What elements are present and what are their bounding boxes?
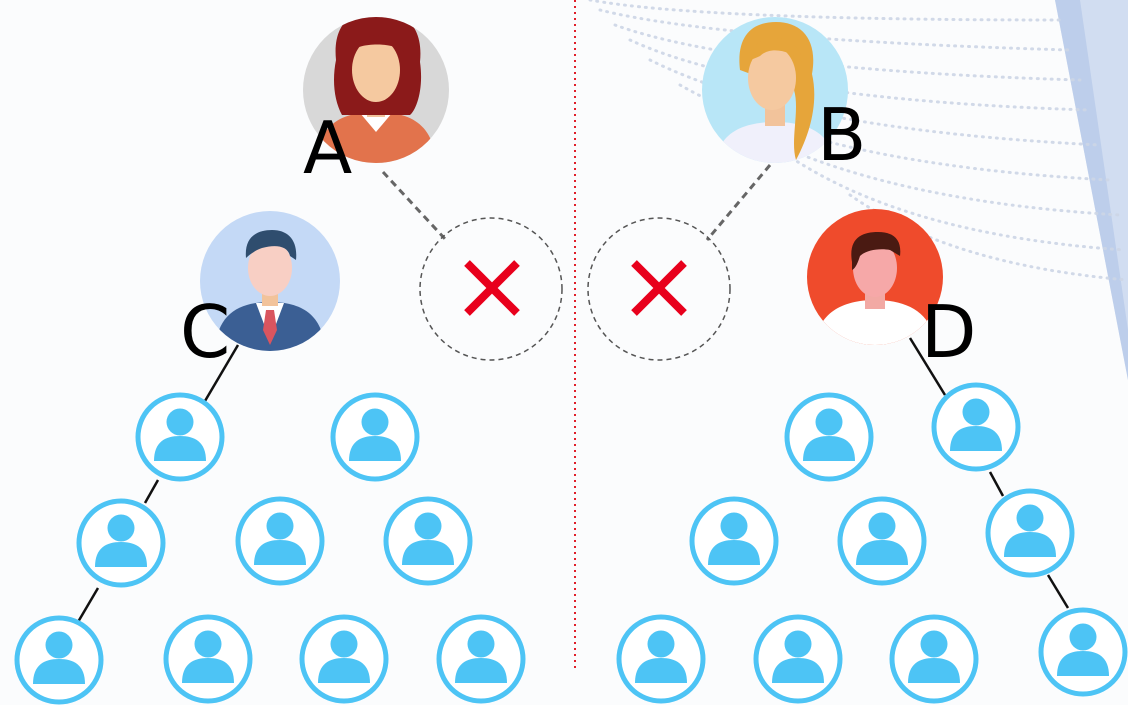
user-icon — [333, 395, 417, 479]
user-icon — [138, 395, 222, 479]
user-icon — [386, 499, 470, 583]
user-icon — [238, 499, 322, 583]
user-icon — [619, 617, 703, 701]
chain-lines-right — [908, 337, 1070, 609]
user-icon — [439, 617, 523, 701]
avatar-c — [200, 211, 340, 351]
user-icon — [692, 499, 776, 583]
label-d: D — [921, 290, 976, 374]
user-icon — [756, 617, 840, 701]
label-b: B — [817, 93, 866, 177]
cross-icon — [464, 260, 520, 316]
label-a: A — [303, 106, 352, 190]
user-icon — [840, 499, 924, 583]
user-icon — [166, 617, 250, 701]
user-icon — [302, 617, 386, 701]
label-c: C — [180, 290, 230, 374]
cross-icon — [631, 260, 687, 316]
user-tree-left — [17, 395, 523, 702]
user-tree-right — [619, 385, 1125, 701]
user-icon — [1041, 610, 1125, 694]
user-icon — [79, 501, 163, 585]
connector-a-broken — [381, 170, 448, 242]
cross-circle-left — [419, 217, 563, 361]
connector-b-broken — [705, 164, 772, 241]
user-icon — [934, 385, 1018, 469]
avatar-d — [807, 209, 943, 345]
avatar-b — [702, 17, 848, 163]
chain-lines-left — [76, 344, 240, 623]
user-icon — [787, 395, 871, 479]
avatar-a — [303, 17, 449, 163]
cross-circle-right — [587, 217, 731, 361]
user-icon — [988, 491, 1072, 575]
user-icon — [17, 618, 101, 702]
user-icon — [892, 617, 976, 701]
